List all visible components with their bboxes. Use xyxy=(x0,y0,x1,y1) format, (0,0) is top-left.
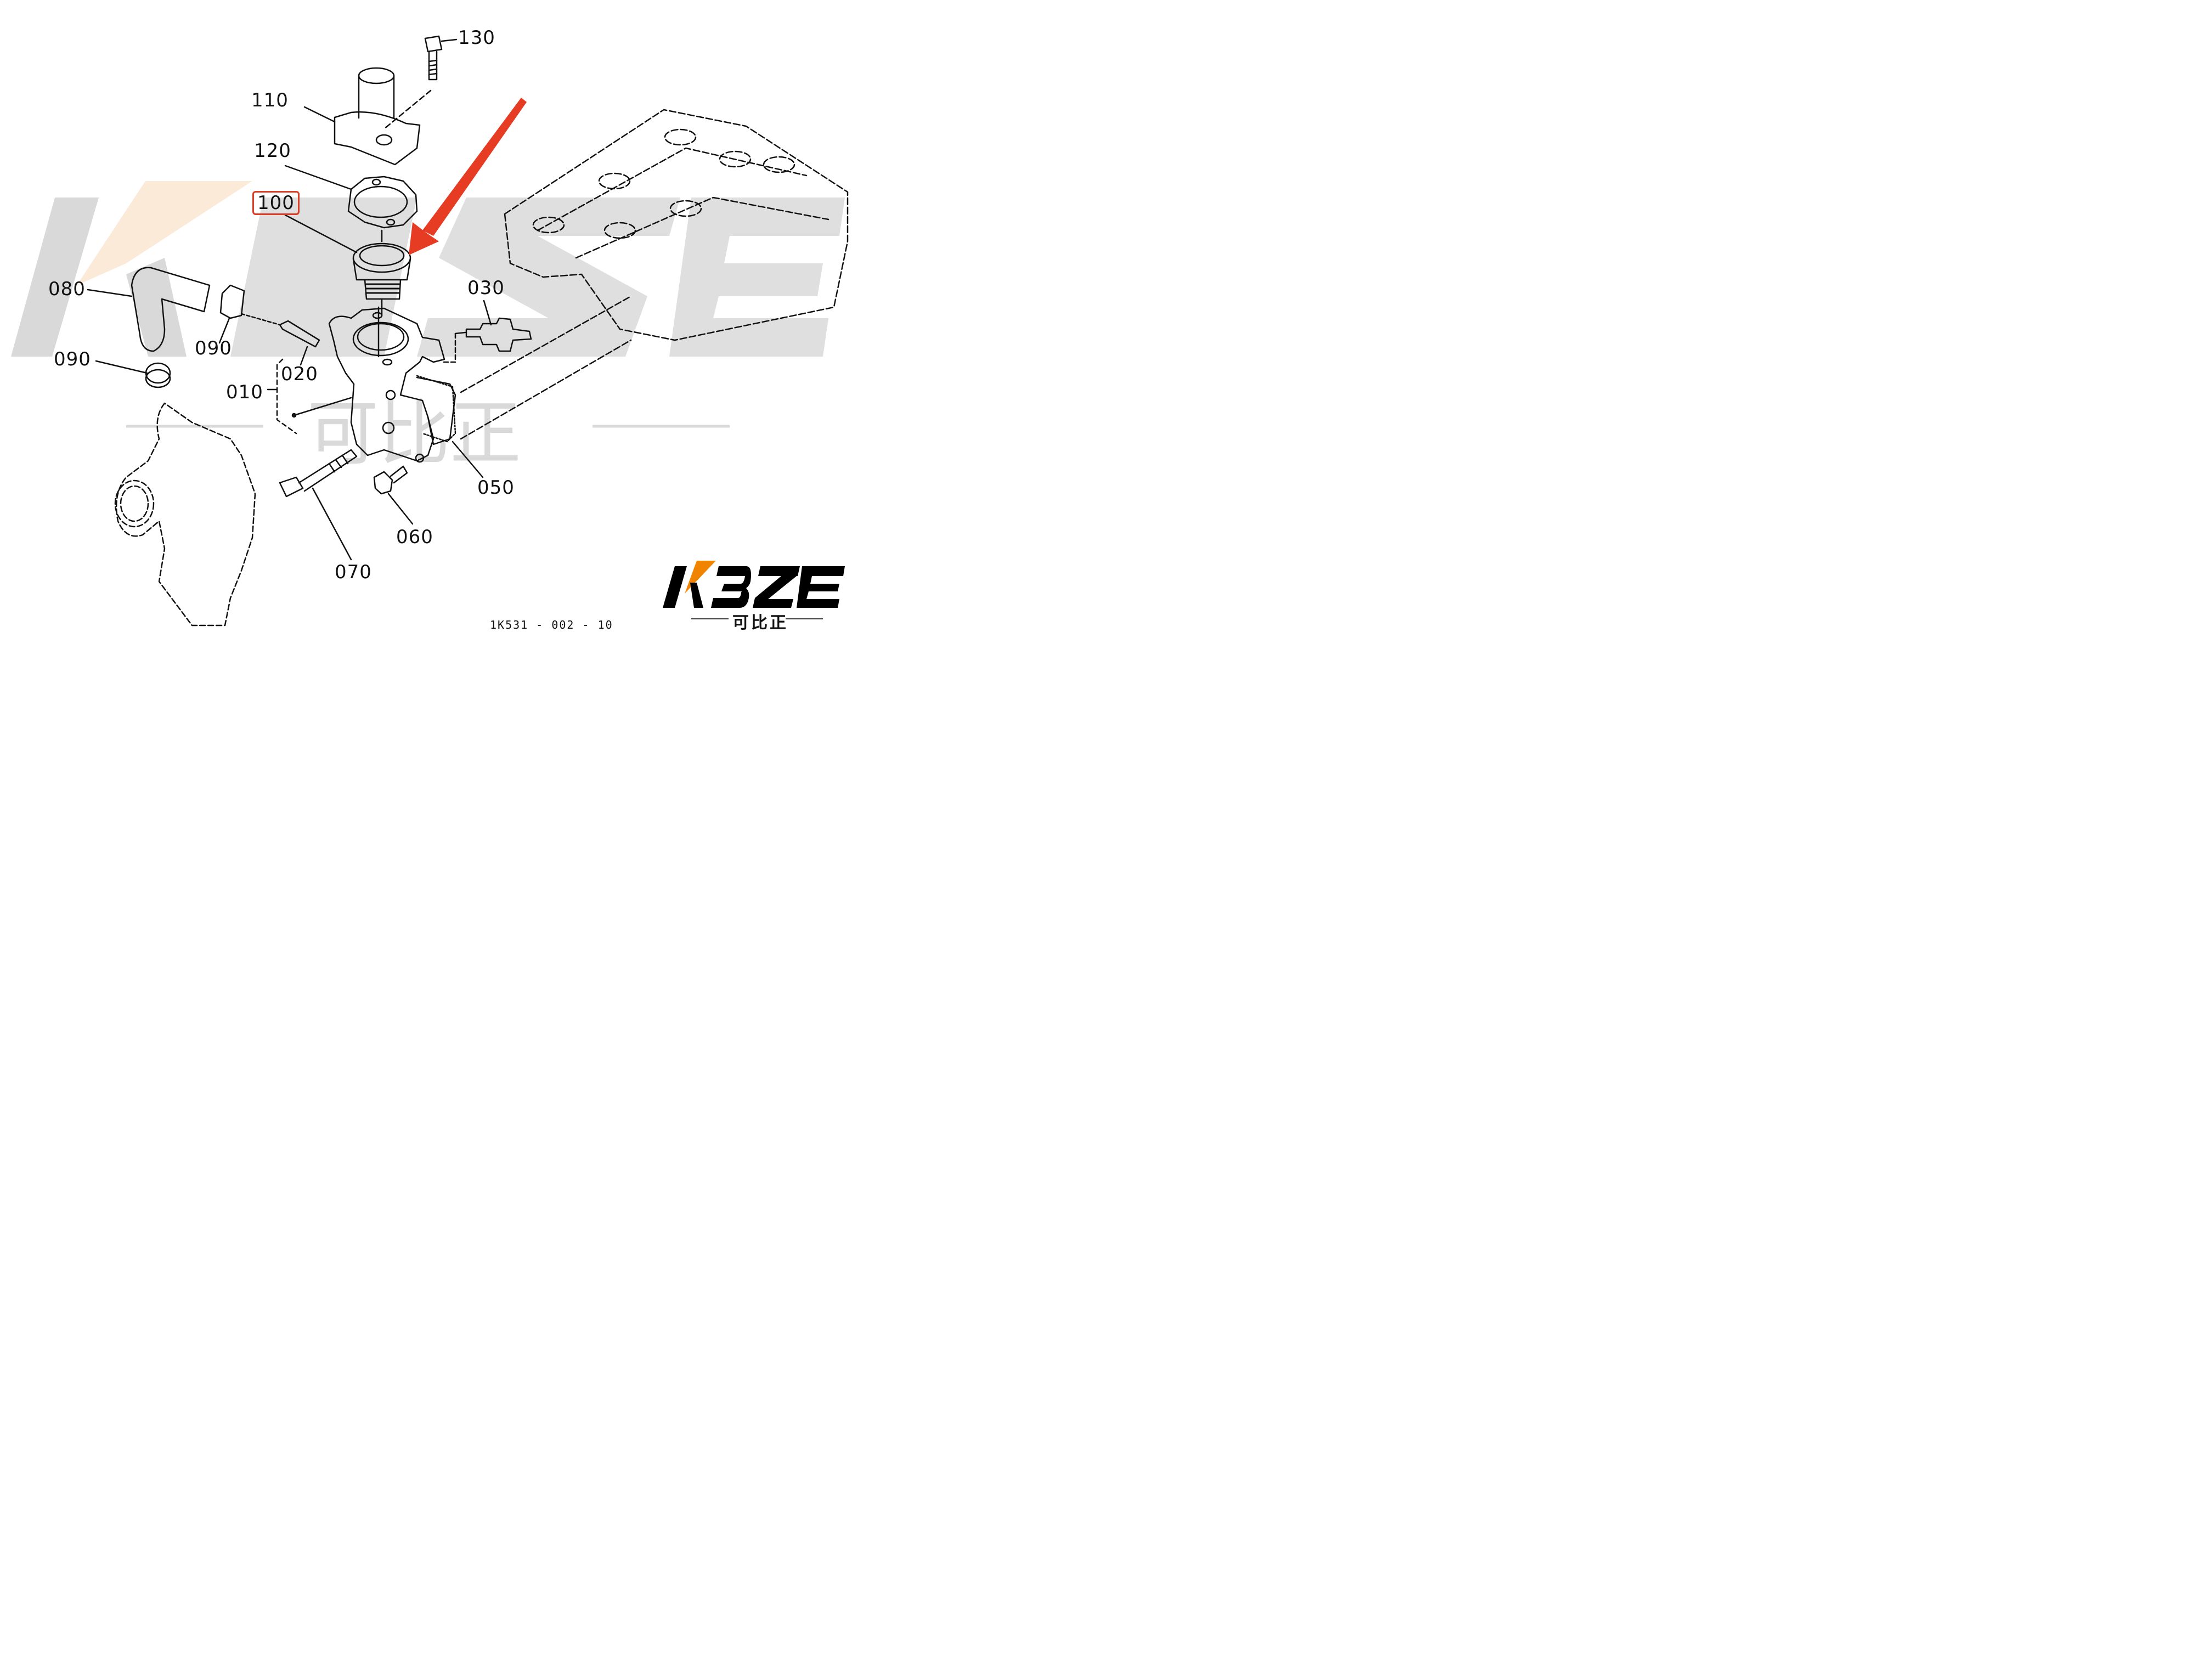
part-110-water-outlet xyxy=(303,67,432,166)
cylinder-head xyxy=(460,109,849,440)
part-label-020: 020 xyxy=(281,363,318,385)
part-label-090-upper: 090 xyxy=(195,337,232,359)
part-label-080: 080 xyxy=(48,278,86,300)
part-060-plug xyxy=(373,465,414,525)
part-label-050: 050 xyxy=(477,477,515,499)
kbze-logo xyxy=(663,561,845,619)
watermark: 可比正 xyxy=(11,181,845,475)
part-label-070: 070 xyxy=(335,561,372,583)
water-pump xyxy=(114,402,256,627)
part-label-090-lower: 090 xyxy=(54,348,91,370)
logo-chinese-text: 可比正 xyxy=(732,613,788,633)
part-label-030: 030 xyxy=(467,277,505,299)
part-070-bolt xyxy=(279,449,358,561)
part-130-bolt xyxy=(424,35,458,81)
part-090-clamp-upper xyxy=(218,284,245,344)
part-010-bracket xyxy=(267,358,352,435)
part-090-clamp-lower xyxy=(95,360,171,388)
part-120-gasket xyxy=(284,165,418,229)
diagram-canvas: 可比正 xyxy=(0,0,860,645)
drawing-number: 1K531 - 002 - 10 xyxy=(490,618,613,631)
part-label-120: 120 xyxy=(254,140,291,162)
part-label-100-highlighted: 100 xyxy=(252,191,300,215)
part-label-010: 010 xyxy=(226,381,263,403)
parts-illustration: 可比正 xyxy=(11,35,849,627)
part-030-sensor xyxy=(442,300,532,363)
svg-text:可比正: 可比正 xyxy=(307,392,521,475)
part-010-thermostat-housing xyxy=(328,306,456,463)
part-100-thermostat xyxy=(284,214,411,317)
highlight-arrow xyxy=(409,98,527,255)
part-080-hose xyxy=(87,267,211,352)
part-050-gasket xyxy=(416,375,484,478)
part-label-060: 060 xyxy=(396,526,433,548)
part-label-130: 130 xyxy=(458,27,495,49)
part-label-110: 110 xyxy=(251,89,289,111)
part-020-pipe xyxy=(240,313,320,366)
